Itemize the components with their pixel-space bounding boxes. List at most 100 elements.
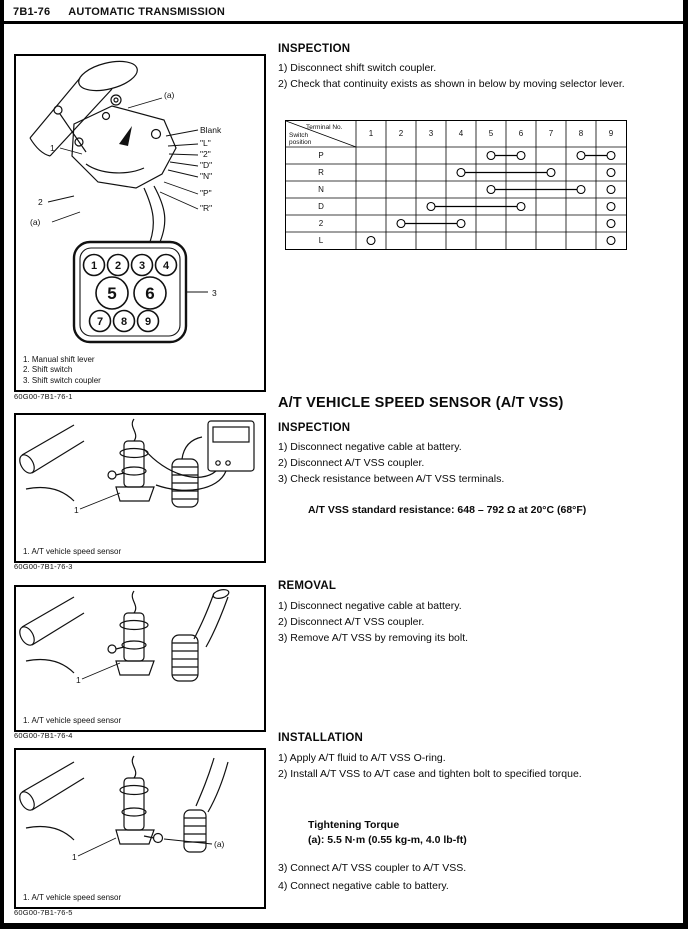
- continuity-terminal-circle: [426, 201, 436, 212]
- figure-vss-removal: 1 1. A/T vehicle speed sensor: [14, 585, 266, 732]
- continuity-terminal-circle: [606, 218, 616, 229]
- page-edge-bottom: [0, 923, 688, 929]
- page-edge-left: [0, 0, 4, 929]
- page-code: 7B1-76: [13, 6, 51, 18]
- continuity-terminal-circle: [516, 150, 526, 161]
- figure-vss-installation: 1 (a) 1. A/T vehicle speed sensor: [14, 748, 266, 909]
- terminal-5: 5: [107, 284, 116, 303]
- switch-position-cell: P: [318, 151, 324, 160]
- vss-illustration: 1: [19, 418, 255, 515]
- switch-position-cell: L: [318, 236, 324, 245]
- terminal-4: 4: [163, 260, 170, 272]
- terminal-header-cell: 9: [608, 129, 614, 138]
- figure-code: 60G00-7B1-76-1: [14, 392, 73, 401]
- figure-caption-list: 1. Manual shift lever 2. Shift switch 3.…: [23, 355, 101, 387]
- terminal-7: 7: [97, 316, 103, 328]
- continuity-terminal-circle: [576, 184, 586, 195]
- page-edge-right: [683, 0, 688, 929]
- boot: [183, 809, 207, 853]
- terminal-header-cell: 3: [428, 129, 434, 138]
- callout-a-left: (a): [30, 217, 41, 227]
- figure-code: 60G00-7B1-76-4: [14, 731, 73, 740]
- terminal-header-cell: 6: [518, 129, 524, 138]
- callout-a-bolt: (a): [214, 839, 225, 849]
- figure-labels: (a) Blank "L" "2" "D" "N" "P" "R" 1 2 (a…: [30, 90, 222, 298]
- callout-1-sensor: 1: [74, 505, 79, 515]
- caption-line: 3. Shift switch coupler: [23, 375, 101, 385]
- terminal-header-cell: 7: [548, 129, 554, 138]
- switch-position-cell: 2: [318, 219, 324, 228]
- continuity-terminal-circle: [396, 218, 406, 229]
- shift-switch-illustration: (a) Blank "L" "2" "D" "N" "P" "R" 1 2 (a…: [29, 60, 222, 344]
- step: 1) Disconnect negative cable at battery.: [278, 441, 462, 453]
- figure-caption: 1. A/T vehicle speed sensor: [23, 892, 122, 902]
- step: 2) Install A/T VSS to A/T case and tight…: [278, 768, 582, 780]
- step: 1) Disconnect shift switch coupler.: [278, 62, 437, 74]
- label-L: "L": [200, 138, 211, 148]
- label-N: "N": [200, 171, 212, 181]
- step: 4) Connect negative cable to battery.: [278, 880, 449, 892]
- terminal-8: 8: [121, 316, 127, 328]
- section-heading-removal: REMOVAL: [278, 580, 337, 592]
- continuity-terminal-circle: [606, 184, 616, 195]
- shift-switch-drawing: [29, 60, 177, 243]
- figure-vss-inspection: 1 1. A/T vehicle speed sensor: [14, 413, 266, 563]
- terminal-2: 2: [115, 260, 121, 272]
- continuity-terminal-circle: [486, 150, 496, 161]
- section-heading-vss: A/T VEHICLE SPEED SENSOR (A/T VSS): [278, 395, 564, 411]
- continuity-terminal-circle: [486, 184, 496, 195]
- label-D: "D": [200, 160, 212, 170]
- step: 2) Disconnect A/T VSS coupler.: [278, 616, 425, 628]
- section-heading-installation: INSTALLATION: [278, 732, 364, 744]
- callout-1-lever: 1: [50, 143, 55, 153]
- coupler-diagram: 1 2 3 4 5 6 7 8 9: [72, 240, 188, 344]
- step: 3) Check resistance between A/T VSS term…: [278, 473, 505, 485]
- vss-illustration: 1: [19, 589, 230, 685]
- callout-1-sensor: 1: [72, 852, 77, 862]
- vss-sensor: [123, 440, 145, 488]
- header-rule: [0, 21, 688, 24]
- figure-code: 60G00-7B1-76-3: [14, 562, 73, 571]
- callout-1-sensor: 1: [76, 675, 81, 685]
- vss-bolt: [152, 832, 164, 844]
- corner-label-switch-position: Switch position: [289, 132, 312, 146]
- spec-resistance: A/T VSS standard resistance: 648 – 792 Ω…: [308, 504, 587, 516]
- multimeter: [207, 420, 255, 472]
- switch-position-cell: N: [318, 185, 324, 194]
- step: 3) Connect A/T VSS coupler to A/T VSS.: [278, 862, 467, 874]
- page-header: 7B1-76 AUTOMATIC TRANSMISSION: [13, 6, 225, 18]
- terminal-3: 3: [139, 260, 145, 272]
- step: 1) Disconnect negative cable at battery.: [278, 600, 462, 612]
- continuity-terminal-circle: [516, 201, 526, 212]
- continuity-terminal-circle: [606, 201, 616, 212]
- terminal-header-cell: 2: [398, 129, 404, 138]
- figure-code: 60G00-7B1-76-5: [14, 908, 73, 917]
- section-heading-vss-inspection: INSPECTION: [278, 422, 351, 434]
- terminal-header-cell: 4: [458, 129, 464, 138]
- page-title: AUTOMATIC TRANSMISSION: [68, 6, 226, 18]
- corner-label-terminal-no: Terminal No.: [306, 124, 343, 131]
- continuity-marks: [286, 121, 626, 249]
- label-a-top: (a): [164, 90, 175, 100]
- step: 3) Remove A/T VSS by removing its bolt.: [278, 632, 469, 644]
- boot: [171, 634, 199, 682]
- terminal-6: 6: [145, 284, 154, 303]
- continuity-terminal-circle: [366, 235, 376, 246]
- torque-label: Tightening Torque: [308, 819, 400, 831]
- terminal-1: 1: [91, 260, 97, 272]
- continuity-terminal-circle: [606, 150, 616, 161]
- callout-2-switch: 2: [38, 197, 43, 207]
- figure-caption: 1. A/T vehicle speed sensor: [23, 715, 122, 725]
- step: 2) Disconnect A/T VSS coupler.: [278, 457, 425, 469]
- label-R: "R": [200, 203, 212, 213]
- leader-lines: [47, 97, 208, 293]
- terminal-header-cell: 1: [368, 129, 374, 138]
- continuity-terminal-circle: [576, 150, 586, 161]
- continuity-terminal-circle: [456, 167, 466, 178]
- section-heading-inspection: INSPECTION: [278, 43, 351, 55]
- vss-illustration: 1 (a): [19, 755, 229, 862]
- terminal-9: 9: [145, 316, 151, 328]
- callout-3-coupler: 3: [212, 288, 217, 298]
- figure-caption: 1. A/T vehicle speed sensor: [23, 546, 122, 556]
- continuity-terminal-circle: [456, 218, 466, 229]
